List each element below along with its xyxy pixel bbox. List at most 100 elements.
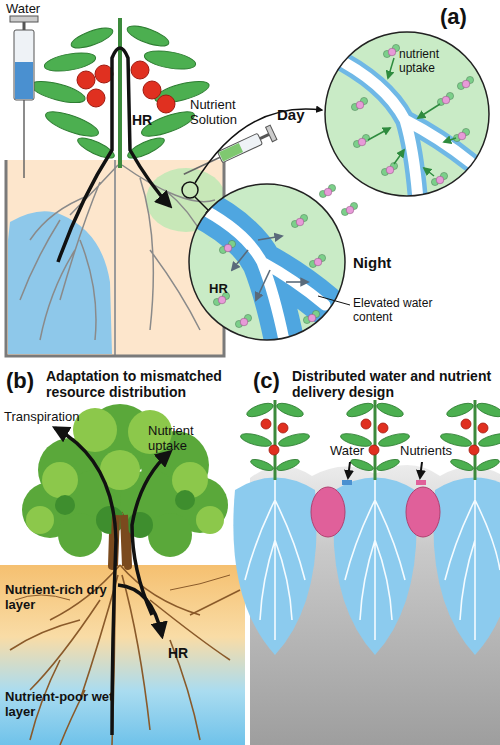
- tomato-plant: [77, 71, 95, 89]
- flux-label: HR: [168, 645, 188, 661]
- panel-letter: (a): [440, 4, 467, 29]
- pot: [8, 211, 112, 354]
- field-plants: [261, 419, 271, 429]
- panel-title: Adaptation to mismatched resource distri…: [46, 368, 246, 400]
- night-zoom: [195, 205, 325, 345]
- zoom-pointers: [182, 182, 198, 198]
- pot: [114, 160, 116, 356]
- tree: [22, 404, 228, 566]
- drippers: [342, 480, 352, 485]
- night-zoom: [195, 205, 325, 345]
- day-zoom: [437, 92, 453, 105]
- field-soil: [311, 487, 440, 537]
- day-zoom: [453, 128, 469, 141]
- field-soil: [233, 478, 500, 656]
- night-zoom: [291, 214, 307, 227]
- day-zoom: [418, 104, 440, 118]
- field-plants: [277, 431, 310, 449]
- layer-label: Nutrient-rich dry layer: [5, 583, 115, 613]
- night-zoom: [286, 281, 308, 283]
- flux-arrows: [55, 428, 170, 735]
- day-zoom: [388, 58, 394, 78]
- field-plants: [469, 445, 479, 455]
- tomato-plant: [77, 61, 175, 113]
- day-zoom: [330, 55, 470, 200]
- roots: [20, 165, 215, 340]
- soil-profile: [0, 565, 245, 745]
- field-plants: [239, 401, 500, 473]
- day-zoom: [330, 55, 470, 200]
- field-plants: [378, 423, 388, 433]
- day-zoom: [383, 44, 399, 57]
- tree: [55, 495, 75, 515]
- field-plants: [275, 401, 305, 420]
- field-plants: [261, 419, 488, 455]
- day-zoom: [368, 58, 456, 176]
- panel-letter: (c): [253, 368, 280, 393]
- drippers: [342, 462, 426, 485]
- day-zoom: [330, 55, 470, 200]
- field-soil: [345, 480, 405, 640]
- field-soil: [433, 478, 500, 656]
- night-zoom: [232, 236, 308, 300]
- field-plants: [349, 457, 374, 473]
- night-zoom: [309, 254, 325, 267]
- water-syringe: [10, 16, 38, 178]
- input-label: Water: [6, 2, 40, 17]
- field-plants: [239, 400, 500, 480]
- flux-label: Nutrient uptake: [148, 424, 218, 454]
- flux-arrows: [118, 585, 162, 636]
- flux-label: HR: [132, 112, 152, 128]
- callout-text: Elevated water content: [353, 297, 453, 325]
- night-zoom: [318, 296, 350, 305]
- field-plants: [475, 457, 500, 473]
- night-circle: NightHR: [189, 184, 345, 340]
- tree: [175, 490, 195, 510]
- field-plants: [274, 400, 277, 480]
- field-soil: [333, 478, 416, 656]
- process-label: nutrient uptake: [399, 48, 471, 76]
- field-plants: [374, 400, 377, 480]
- field-plants: [249, 457, 274, 473]
- soil-band: Nutrient-rich dry layer: [0, 565, 245, 660]
- night-zoom: [189, 184, 345, 340]
- night-zoom: [195, 205, 325, 345]
- water-syringe: [23, 100, 25, 178]
- field-plants: [245, 401, 275, 420]
- tomato-plant: [131, 61, 149, 79]
- day-zoom: [444, 138, 456, 142]
- field-plants: [375, 457, 400, 473]
- flux-label: Transpiration: [4, 410, 79, 425]
- nutrient-syringe: [180, 125, 276, 181]
- input-label: Nutrient Solution: [190, 98, 260, 128]
- field-soil: [445, 480, 500, 640]
- field-plants: [275, 457, 300, 473]
- day-zoom: [351, 44, 473, 185]
- day-zoom: [394, 150, 404, 164]
- tomato-plant: [143, 48, 197, 73]
- tree: [58, 513, 102, 557]
- field-plants: [477, 431, 500, 449]
- night-zoom: [258, 236, 282, 240]
- tomato-plant: [29, 22, 211, 162]
- tree: [26, 506, 54, 534]
- tomato-plant: [143, 81, 161, 99]
- drippers: [420, 462, 422, 478]
- field-soil: [233, 478, 316, 656]
- field-soil: [245, 480, 305, 640]
- field-plants: [278, 423, 288, 433]
- night-zoom: [235, 314, 251, 327]
- tomato-plant: [87, 89, 105, 107]
- night-zoom: [319, 184, 335, 197]
- field-plants: [461, 419, 471, 429]
- layer-label: Nutrient-poor wet layer: [5, 690, 115, 720]
- day-zoom: [457, 76, 473, 89]
- night-zoom: [341, 202, 357, 215]
- input-label: Nutrients: [400, 444, 452, 459]
- tree: [148, 513, 192, 557]
- day-zoom: [351, 97, 367, 110]
- nutrient-syringe: [218, 133, 263, 162]
- panel-letter: (b): [6, 368, 34, 393]
- field-plants: [369, 445, 379, 455]
